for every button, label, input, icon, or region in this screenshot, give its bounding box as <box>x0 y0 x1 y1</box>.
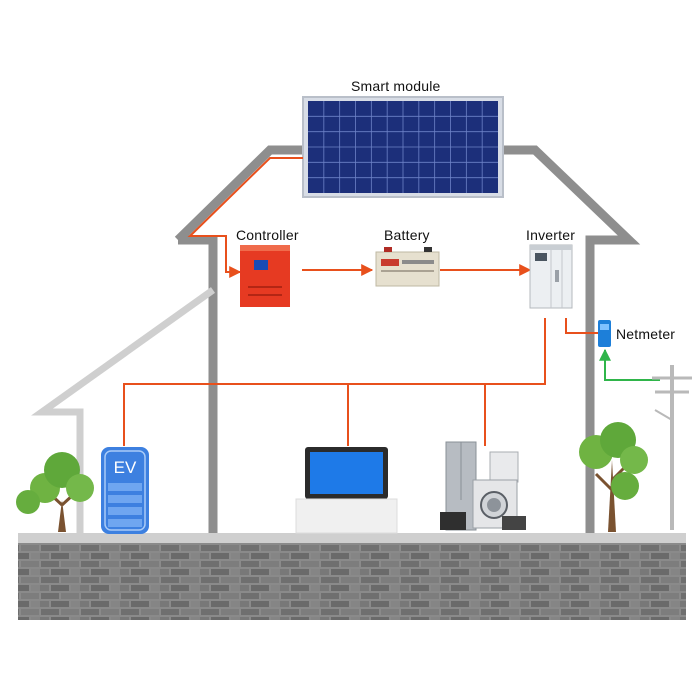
utility-pole-icon <box>652 365 692 530</box>
ev-charger-icon: EV <box>101 447 149 534</box>
controller-icon <box>240 245 290 307</box>
grid-to-netmeter-line <box>599 348 660 381</box>
solar-panel-icon <box>302 96 504 198</box>
netmeter-label: Netmeter <box>616 326 676 342</box>
annex-outline <box>31 287 216 535</box>
smart-module-label: Smart module <box>351 78 441 94</box>
inverter-to-netmeter-line <box>565 318 600 334</box>
battery-label: Battery <box>384 227 430 243</box>
controller-label: Controller <box>236 227 299 243</box>
battery-icon <box>375 247 440 287</box>
laptop-icon <box>295 447 398 534</box>
appliances-icon <box>440 441 526 531</box>
inverter-icon <box>529 244 573 309</box>
tree-icon <box>579 422 648 532</box>
stone-wall <box>18 543 686 620</box>
ev-label: EV <box>114 458 137 477</box>
flow-lines <box>123 157 600 446</box>
netmeter-icon <box>598 320 611 347</box>
tree-icon <box>16 452 94 532</box>
ground-strip <box>18 533 686 543</box>
inverter-to-loads-line <box>123 318 546 446</box>
panel-to-controller-line <box>187 157 303 278</box>
main-roof-left-wall <box>178 235 218 535</box>
main-roof-outline <box>174 145 641 535</box>
house-outline <box>31 145 641 535</box>
inverter-label: Inverter <box>526 227 576 243</box>
